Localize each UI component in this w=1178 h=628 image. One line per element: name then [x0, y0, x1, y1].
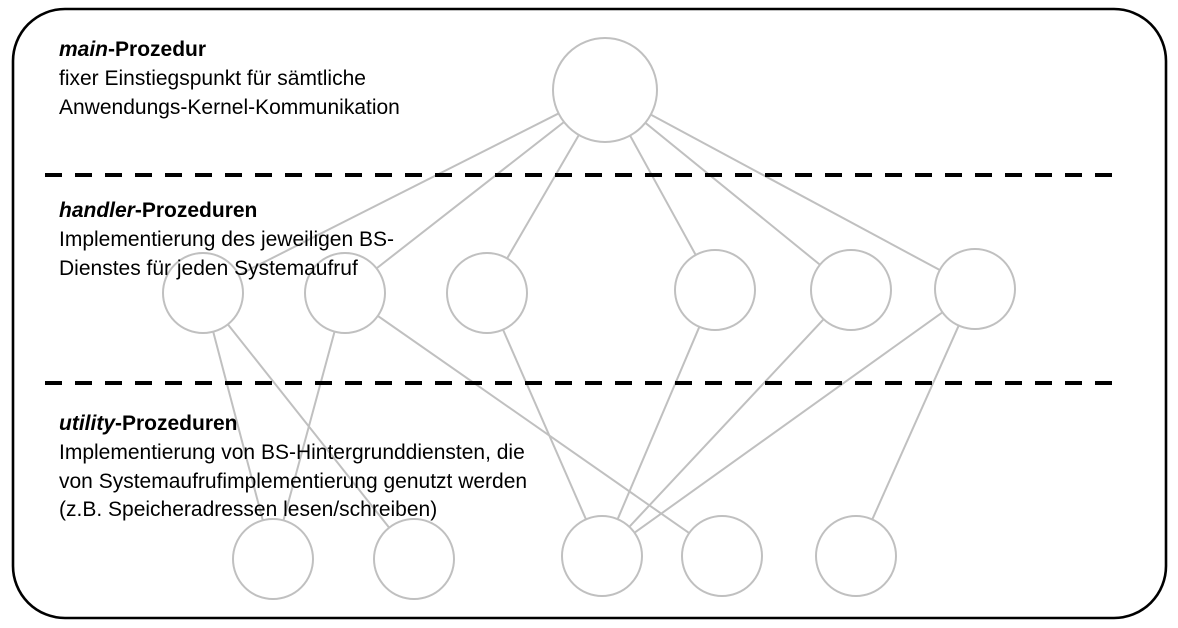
graph-node-main-1 [552, 37, 658, 143]
graph-node-handler-2 [304, 252, 386, 334]
graph-edge [633, 311, 944, 534]
graph-edge [650, 113, 941, 271]
graph-node-utility-5 [815, 515, 897, 597]
graph-node-utility-1 [232, 518, 314, 600]
graph-edge [377, 315, 690, 534]
graph-edge [282, 331, 336, 521]
graph-node-utility-2 [373, 518, 455, 600]
graph-node-handler-4 [674, 249, 756, 331]
edge-group [212, 112, 960, 534]
graph-edge [212, 331, 264, 521]
graph-node-handler-3 [446, 252, 528, 334]
layer-divider-group [45, 173, 1114, 385]
graph-edge [238, 112, 560, 276]
graph-node-handler-5 [810, 249, 892, 331]
graph-node-utility-3 [561, 515, 643, 597]
graph-edge [628, 318, 825, 528]
graph-edge [502, 329, 587, 520]
graph-edge [644, 122, 821, 266]
graph-node-handler-6 [934, 248, 1016, 330]
rounded-frame-border [11, 7, 1168, 620]
frame-group [11, 7, 1168, 620]
graph-edge [506, 134, 580, 259]
graph-edge [629, 135, 697, 256]
graph-node-handler-1 [162, 252, 244, 334]
graph-edge [871, 325, 960, 520]
node-group [162, 37, 1016, 600]
graph-edge [375, 121, 565, 270]
graph-edge [616, 326, 701, 520]
graph-node-utility-4 [681, 515, 763, 597]
